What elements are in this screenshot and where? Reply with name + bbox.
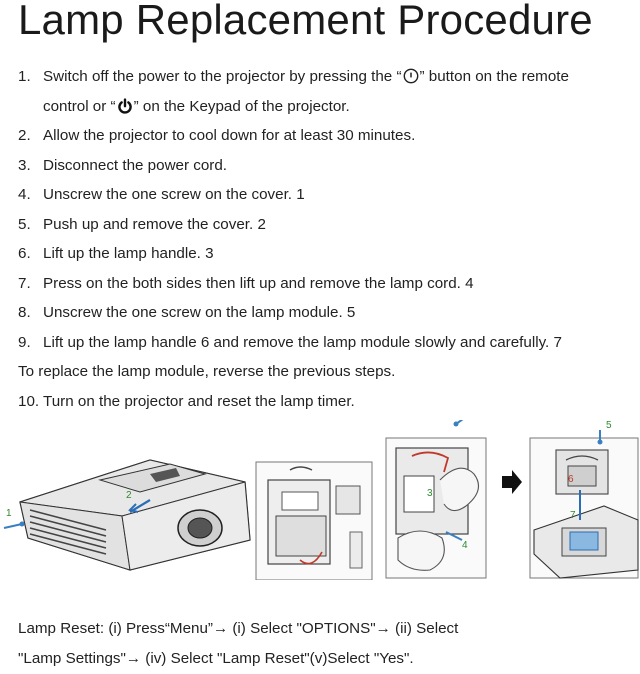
keypad-power-icon — [117, 97, 132, 114]
figure-label-4: 4 — [462, 540, 468, 551]
step-number: 5. — [18, 215, 31, 233]
step-text: Switch off the power to the projector by… — [43, 68, 402, 85]
step-10: 10.Turn on the projector and reset the l… — [18, 387, 630, 417]
instruction-list: 1. Switch off the power to the projector … — [18, 62, 630, 416]
lamp-compartment-illustration — [255, 461, 373, 580]
step-text: Lift up the lamp handle 6 and remove the… — [43, 333, 562, 351]
page-title: Lamp Replacement Procedure — [18, 0, 593, 43]
step-text: Disconnect the power cord. — [43, 156, 228, 174]
lamp-reset-instructions: Lamp Reset: (i) Press“Menu”→ (i) Select … — [18, 614, 458, 674]
illustrations: 1 2 5 3 4 5 6 — [3, 420, 639, 580]
projector-illustration — [3, 459, 251, 571]
lamp-removal-illustration — [385, 420, 487, 579]
step-text: Lift up the lamp handle. 3 — [43, 245, 214, 262]
step-3: 3. Disconnect the power cord. — [18, 151, 630, 181]
step-1-cont: control or “ ” on the Keypad of the proje… — [18, 92, 630, 122]
step-number: 2. — [18, 127, 31, 144]
step-text: control or “ — [43, 97, 116, 115]
figure-label-2: 2 — [126, 490, 132, 501]
replace-note: To replace the lamp module, reverse the … — [18, 357, 630, 387]
figure-label-6: 6 — [568, 474, 574, 485]
step-4: 4. Unscrew the one screw on the cover. 1 — [18, 180, 630, 210]
step-6: 6. Lift up the lamp handle. 3 — [18, 239, 630, 269]
step-text: ” on the Keypad of the projector. — [133, 97, 350, 115]
step-text: Press on the both sides then lift up and… — [43, 274, 474, 292]
step-text: Push up and remove the cover. 2 — [43, 215, 266, 233]
step-number: 3. — [18, 156, 31, 174]
step-number: 6. — [18, 245, 31, 262]
step-2: 2. Allow the projector to cool down for a… — [18, 121, 630, 151]
step-number: 10. — [18, 392, 40, 410]
step-text: Turn on the projector and reset the lamp… — [43, 392, 355, 410]
figure-label-1: 1 — [6, 508, 12, 519]
figure-label-5: 5 — [474, 420, 480, 423]
step-number: 7. — [18, 274, 31, 292]
step-text: ” button on the remote — [419, 68, 569, 85]
step-number: 8. — [18, 304, 31, 321]
step-8: 8. Unscrew the one screw on the lamp modu… — [18, 298, 630, 328]
step-text: Allow the projector to cool down for at … — [43, 127, 416, 144]
step-7: 7. Press on the both sides then lift up a… — [18, 269, 630, 299]
vent-grille — [29, 509, 107, 555]
step-number: 9. — [18, 333, 31, 351]
step-text: Unscrew the one screw on the cover. 1 — [43, 186, 305, 203]
step-9: 9. Lift up the lamp handle 6 and remove t… — [18, 328, 630, 358]
step-number: 1. — [18, 68, 31, 85]
figure-label-5b: 5 — [606, 420, 612, 431]
power-button-icon — [403, 68, 418, 84]
arrow-right-icon — [502, 470, 522, 494]
step-text: Unscrew the one screw on the lamp module… — [43, 304, 356, 321]
step-number: 4. — [18, 186, 31, 203]
step-text: To replace the lamp module, reverse the … — [18, 363, 396, 380]
lamp-module-illustration — [529, 430, 639, 579]
figure-label-3: 3 — [427, 488, 433, 499]
figure-label-7: 7 — [570, 510, 576, 521]
step-5: 5. Push up and remove the cover. 2 — [18, 210, 630, 240]
step-1: 1. Switch off the power to the projector … — [18, 62, 630, 92]
footer-line-1: Lamp Reset: (i) Press“Menu”→ (i) Select … — [18, 620, 459, 637]
footer-line-2: "Lamp Settings"→ (iv) Select "Lamp Reset… — [18, 650, 414, 667]
